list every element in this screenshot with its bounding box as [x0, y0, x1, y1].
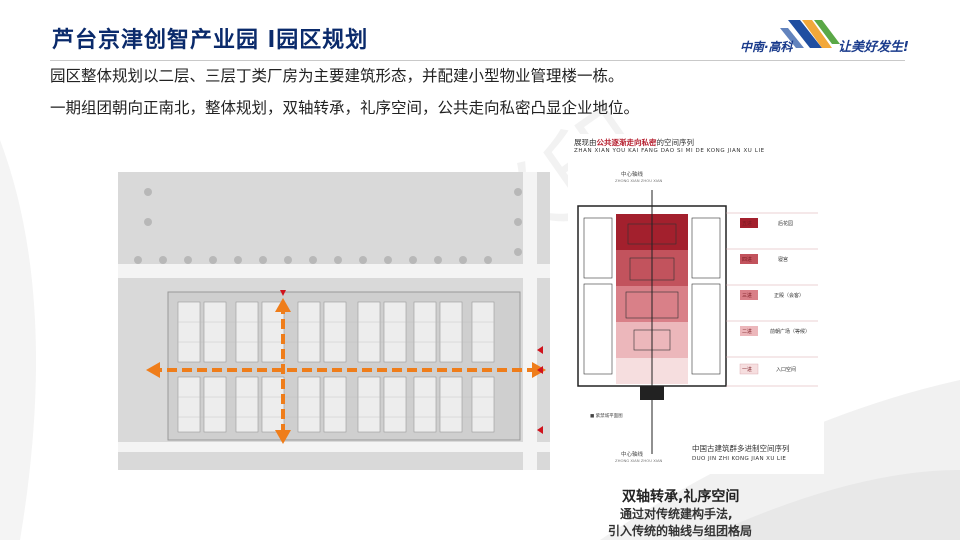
company-logo-icon	[780, 20, 840, 48]
caption-line-1: 双轴转承,礼序空间	[622, 489, 740, 505]
tier-label-5: 后花园	[778, 221, 794, 227]
tier-label-3: 正殿（会客）	[774, 293, 805, 299]
tier-label-1: 入口空间	[776, 367, 797, 373]
sequence-caption: 展现由公共逐渐走向私密的空间序列	[574, 138, 694, 147]
caption-line-2: 通过对传统建构手法,	[620, 507, 733, 521]
site-plan-drawing	[118, 172, 550, 470]
site-plan-image	[118, 172, 550, 470]
caption-line-3: 引入传统的轴线与组团格局	[608, 524, 753, 538]
sequence-caption-2-pinyin: DUO JIN ZHI KONG JIAN XU LIE	[692, 456, 787, 462]
tier-num-1: 一进	[742, 367, 753, 373]
title-divider	[50, 60, 905, 61]
tier-num-2: 二进	[742, 329, 753, 335]
axis-label-top: 中心轴线	[621, 172, 644, 178]
page-title: 芦台京津创智产业园 l园区规划	[52, 28, 369, 53]
intro-paragraph-2: 一期组团朝向正南北，整体规划，双轴转承，礼序空间，公共走向私密凸显企业地位。	[50, 99, 640, 117]
intro-paragraph-1: 园区整体规划以二层、三层丁类厂房为主要建筑形态，并配建小型物业管理楼一栋。	[50, 67, 624, 85]
sequence-caption-2: 中国古建筑群多进制空间序列	[692, 444, 790, 453]
axis-pinyin-top: ZHONG XIAN ZHOU XIAN	[615, 178, 663, 183]
forbidden-city-sequence-drawing	[577, 190, 818, 454]
sequence-legend: ■ 紫禁城平面图	[590, 414, 623, 419]
axis-pinyin-bottom: ZHONG XIAN ZHOU XIAN	[615, 458, 663, 463]
tier-label-4: 寝宫	[778, 257, 789, 263]
slogan: 让美好发生!	[838, 40, 909, 55]
sequence-caption-pinyin: ZHAN XIAN YOU KAI FANG DAO SI MI DE KONG…	[574, 148, 765, 154]
tier-num-4: 四进	[742, 257, 753, 263]
tier-label-2: 前朝广场（等候）	[770, 329, 811, 335]
logo-text: 中南·高科	[740, 40, 793, 54]
spatial-sequence-diagram	[568, 134, 824, 474]
tier-num-5: 五进	[742, 221, 753, 227]
tier-num-3: 三进	[742, 293, 753, 299]
axis-label-bottom: 中心轴线	[621, 452, 644, 458]
